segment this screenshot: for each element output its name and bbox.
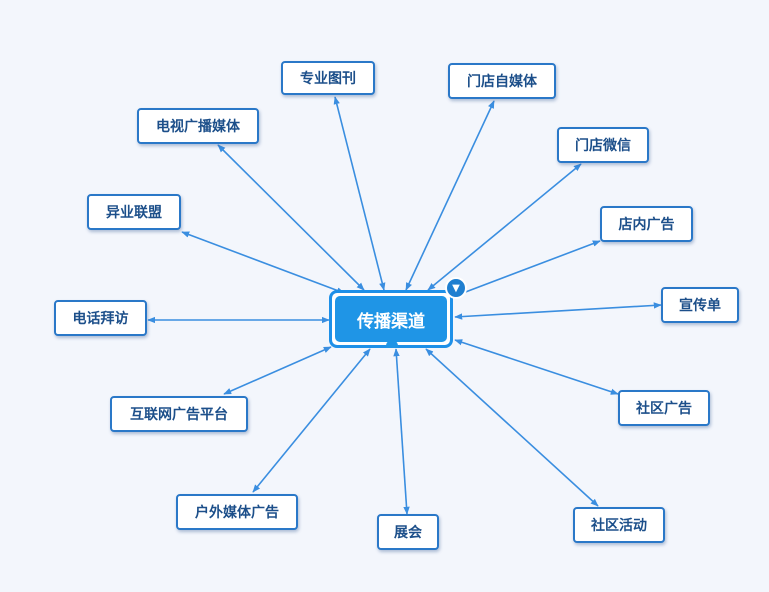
- node-yiye[interactable]: 异业联盟: [87, 194, 181, 230]
- node-dianshi[interactable]: 电视广播媒体: [137, 108, 259, 144]
- node-label: 宣传单: [679, 298, 721, 314]
- node-huwai[interactable]: 户外媒体广告: [176, 494, 298, 530]
- node-label: 专业图刊: [300, 71, 356, 87]
- node-zhuanye[interactable]: 专业图刊: [281, 61, 375, 95]
- edge-hulianwang: [223, 346, 332, 395]
- node-hulianwang[interactable]: 互联网广告平台: [110, 396, 248, 432]
- edge-huwai: [252, 348, 371, 493]
- node-shequ-huodong[interactable]: 社区活动: [573, 507, 665, 543]
- node-dianhua[interactable]: 电话拜访: [54, 300, 147, 336]
- node-label: 异业联盟: [106, 205, 162, 221]
- edge-yiye: [181, 231, 345, 294]
- edge-shequ-guanggao: [454, 339, 619, 395]
- node-label: 门店微信: [575, 138, 631, 154]
- edge-mendian-weixin: [427, 163, 582, 291]
- node-zhanhui[interactable]: 展会: [377, 514, 439, 550]
- center-node-label: 传播渠道: [357, 311, 425, 332]
- center-node[interactable]: 传播渠道: [329, 290, 453, 348]
- node-mendian-zimeiti[interactable]: 门店自媒体: [448, 63, 556, 99]
- node-label: 电话拜访: [72, 311, 129, 327]
- node-label: 户外媒体广告: [195, 505, 279, 521]
- node-diannei[interactable]: 店内广告: [600, 206, 693, 242]
- node-xuanchuan[interactable]: 宣传单: [661, 287, 739, 323]
- center-node-body: 传播渠道: [335, 296, 447, 342]
- edge-dianshi: [217, 144, 365, 291]
- connector-dot: [386, 340, 398, 348]
- node-label: 社区活动: [591, 518, 647, 534]
- node-label: 社区广告: [636, 401, 692, 417]
- node-label: 互联网广告平台: [130, 407, 228, 423]
- node-mendian-weixin[interactable]: 门店微信: [557, 127, 649, 163]
- node-label: 展会: [394, 525, 422, 541]
- edge-xuanchuan: [454, 302, 662, 320]
- edge-group: [147, 96, 662, 515]
- triangle-down-icon[interactable]: ▼: [445, 277, 467, 299]
- node-label: 电视广播媒体: [156, 119, 240, 135]
- node-label: 门店自媒体: [467, 74, 537, 90]
- edge-mendian-zimeiti: [405, 100, 495, 291]
- edge-zhuanye: [333, 96, 386, 291]
- edge-diannei: [454, 240, 601, 297]
- edge-zhanhui: [393, 348, 410, 515]
- node-label: 店内广告: [618, 217, 675, 233]
- node-shequ-guanggao[interactable]: 社区广告: [618, 390, 710, 426]
- edge-shequ-huodong: [425, 348, 599, 507]
